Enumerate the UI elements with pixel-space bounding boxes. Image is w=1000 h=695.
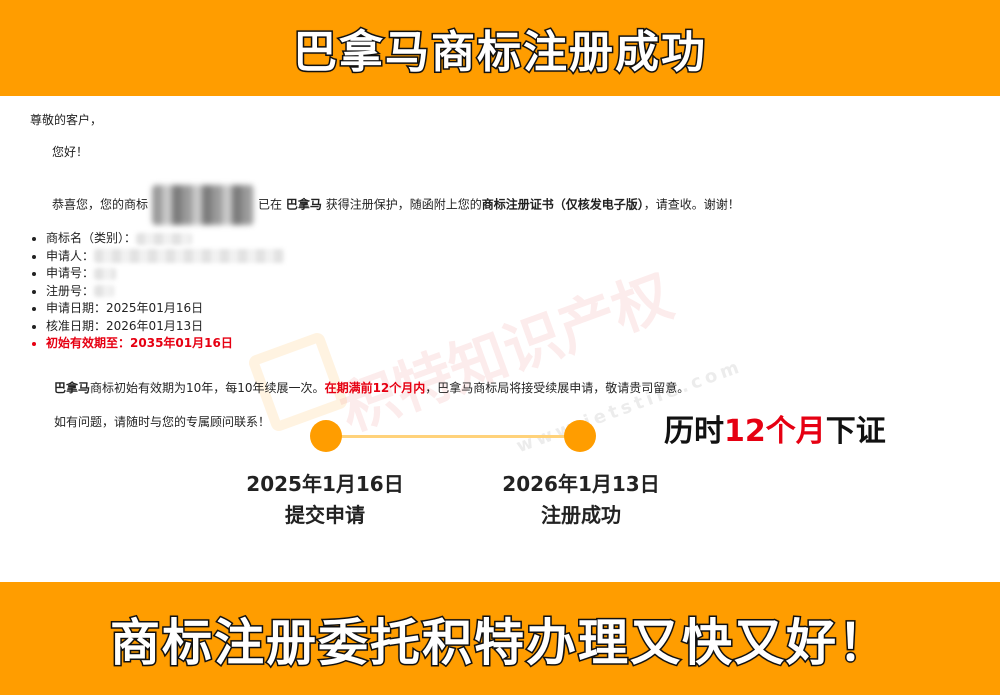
trademark-fields-list: 商标名（类别）： 申请人： 申请号： 注册号： 申请日期：2025年01月16日… [32,230,285,353]
congrats-pre: 恭喜您，您的商标 [52,197,149,212]
renewal-country: 巴拿马 [54,381,91,395]
letter-document: 积特知识产权 www.jetstile.com 尊敬的客户， 您好！ 恭喜您，您… [0,96,1000,582]
list-item: 初始有效期至：2035年01月16日 [46,335,284,353]
congrats-line: 恭喜您，您的商标 已在 巴拿马 获得注册保护，随函附上您的商标注册证书（仅核发电子… [52,185,740,225]
list-item: 注册号： [46,283,284,301]
top-banner: 巴拿马商标注册成功 [0,0,1000,96]
redacted-value [94,285,115,297]
watermark-brand: 积特知识产权 [330,261,681,445]
list-item: 申请人： [46,248,285,266]
redacted-value [136,232,193,245]
timeline-label-submit: 提交申请 [285,503,365,527]
congrats-mid: 已在 [258,197,283,212]
list-item: 申请号： [46,265,284,283]
timeline-connector [326,435,580,438]
redacted-value [94,249,285,263]
redacted-value [94,267,117,280]
timeline-label-registered: 注册成功 [541,503,621,527]
list-item: 核准日期：2026年01月13日 [46,318,284,336]
timeline-date-submit: 2025年1月16日 [246,472,404,496]
banner-title: 巴拿马商标注册成功 [292,26,707,80]
country-name: 巴拿马 [285,197,322,212]
renewal-highlight: 在期满前12个月内 [324,381,426,395]
congrats-post: 获得注册保护，随函附上您的 [325,197,482,212]
footer-slogan: 商标注册委托积特办理又快又好！ [109,612,890,673]
salutation: 尊敬的客户， [30,113,103,127]
duration-highlight: 12个月 [724,414,826,449]
timeline-dot [310,420,342,452]
list-item: 商标名（类别）： [46,230,284,248]
renewal-end: ，巴拿马商标局将接受续展申请，敬请贵司留意。 [425,381,690,395]
renewal-paragraph: 巴拿马商标初始有效期为10年，每10年续展一次。在期满前12个月内，巴拿马商标局… [54,380,689,396]
renewal-text: 商标初始有效期为10年，每10年续展一次。 [90,381,325,395]
timeline-dot [564,420,596,452]
certificate-name: 商标注册证书（仅核发电子版） [481,197,644,212]
timeline-date-registered: 2026年1月13日 [502,472,660,496]
duration-callout: 历时12个月下证 [664,414,886,449]
redacted-trademark [152,185,255,225]
list-item: 申请日期：2025年01月16日 [46,300,284,318]
greeting: 您好！ [52,145,89,159]
congrats-end: ，请查收。谢谢！ [643,197,740,212]
contact-line: 如有问题，请随时与您的专属顾问联系！ [54,415,271,429]
bottom-banner: 商标注册委托积特办理又快又好！ [0,582,1000,695]
